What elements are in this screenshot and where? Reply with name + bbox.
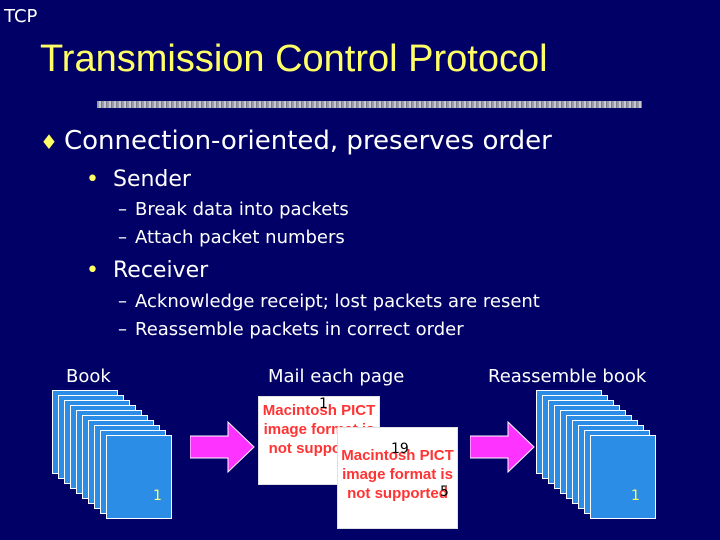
book-page-stack: 1	[52, 390, 222, 530]
sender-item: –Break data into packets	[118, 199, 349, 220]
main-point-text: Connection-oriented, preserves order	[63, 126, 552, 156]
slide-title: Transmission Control Protocol	[40, 38, 548, 80]
corner-label: TCP	[4, 6, 38, 27]
sender-item: –Attach packet numbers	[118, 227, 345, 248]
receiver-label: Receiver	[112, 258, 209, 283]
receiver-item: –Acknowledge receipt; lost packets are r…	[118, 291, 540, 312]
reassembled-page-stack: 1	[536, 390, 706, 530]
reassemble-label: Reassemble book	[488, 366, 647, 387]
book-label: Book	[66, 366, 111, 387]
diamond-bullet-icon: ♦	[40, 130, 58, 154]
book-page-number: 1	[153, 488, 162, 504]
dash-bullet-icon: –	[118, 227, 127, 248]
receiver-item: –Reassemble packets in correct order	[118, 319, 464, 340]
receiver-bullet: • Receiver	[86, 258, 208, 283]
packet-image-placeholder: Macintosh PICT image format is not suppo…	[337, 427, 458, 529]
sender-item-text: Break data into packets	[135, 199, 349, 220]
right-arrow-icon	[190, 420, 255, 474]
book-page	[106, 435, 172, 519]
right-arrow-icon	[470, 420, 535, 474]
dash-bullet-icon: –	[118, 291, 127, 312]
packet-number: 1	[319, 396, 328, 412]
sender-item-text: Attach packet numbers	[135, 227, 345, 248]
main-point: ♦Connection-oriented, preserves order	[40, 126, 552, 156]
sender-label: Sender	[112, 167, 191, 192]
receiver-item-text: Acknowledge receipt; lost packets are re…	[135, 291, 540, 312]
dash-bullet-icon: –	[118, 319, 127, 340]
dot-bullet-icon: •	[86, 258, 99, 283]
dash-bullet-icon: –	[118, 199, 127, 220]
packet-number: 5	[440, 484, 449, 500]
reassembled-page-number: 1	[631, 488, 640, 504]
receiver-item-text: Reassemble packets in correct order	[135, 319, 464, 340]
title-divider	[97, 101, 642, 108]
pict-placeholder-text: Macintosh PICT image format is not suppo…	[341, 447, 454, 502]
packet-number: 19	[391, 441, 409, 457]
sender-bullet: • Sender	[86, 167, 191, 192]
book-page	[590, 435, 656, 519]
dot-bullet-icon: •	[86, 167, 99, 192]
mail-label: Mail each page	[268, 366, 405, 387]
